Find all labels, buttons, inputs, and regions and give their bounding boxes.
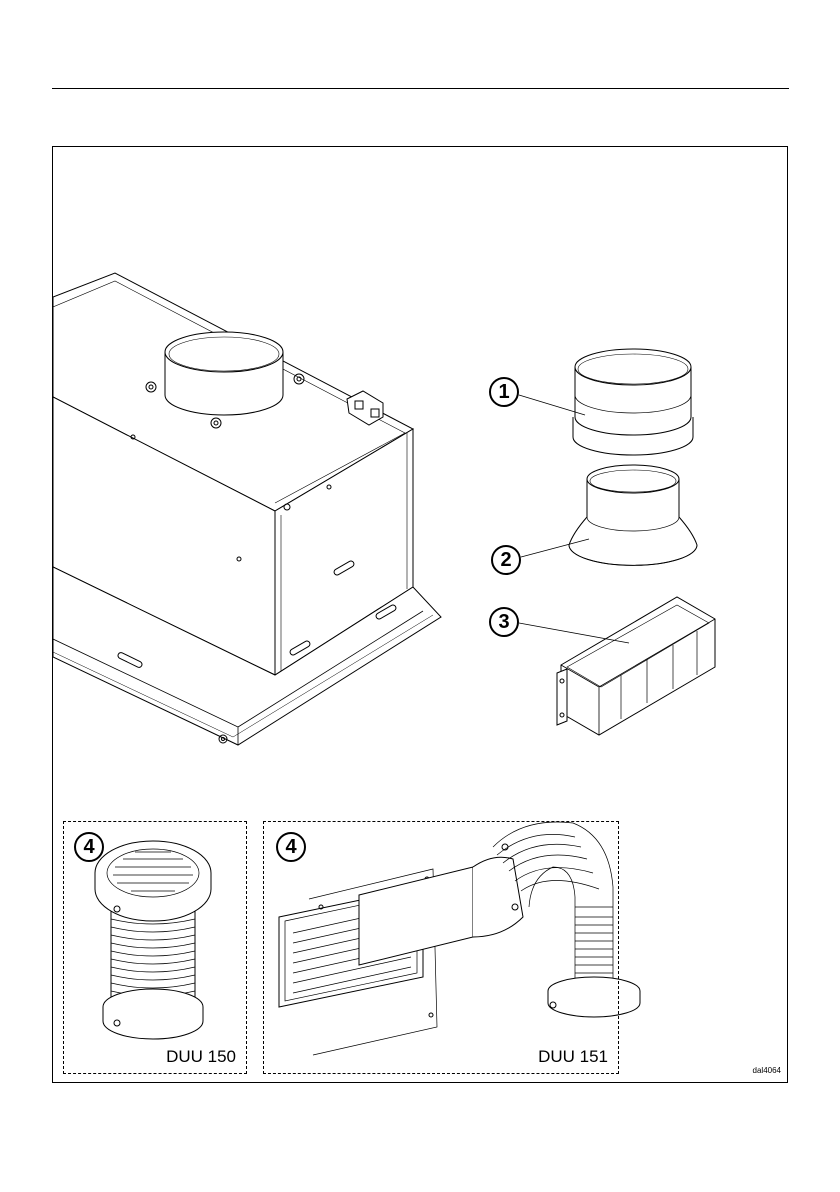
callout-part-3: 3 (489, 607, 519, 637)
part-3-flat-duct-adaptor (519, 597, 715, 735)
kit-duu151-box: 4 DUU 151 (263, 821, 619, 1074)
header-rule (52, 88, 789, 89)
model-label-duu150: DUU 150 (166, 1047, 236, 1067)
callout-kit-duu151: 4 (276, 832, 306, 862)
part-1-round-connector (519, 349, 693, 455)
kit-duu150-box: 4 DUU 150 (63, 821, 247, 1074)
part-2-reducer-collar (521, 465, 697, 565)
cooker-hood-illustration (53, 273, 441, 745)
figure-code: dal4064 (753, 1066, 781, 1076)
figure-frame: 1 2 3 4 DUU 150 4 DUU 151 dal4064 (52, 146, 788, 1083)
callout-part-1: 1 (489, 377, 519, 407)
callout-part-2: 2 (491, 545, 521, 575)
callout-kit-duu150: 4 (74, 832, 104, 862)
model-label-duu151: DUU 151 (538, 1047, 608, 1067)
